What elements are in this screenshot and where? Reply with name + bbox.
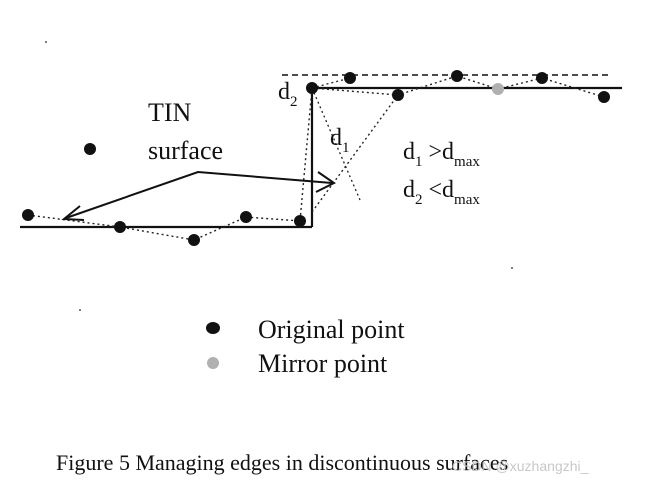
d1-main: d [330,125,342,151]
original-point [84,143,96,155]
original-point [536,72,548,84]
watermark: CSDN @xuzhangzhi_ [452,458,589,474]
legend-original-label: Original point [258,315,405,344]
original-point [306,82,318,94]
mirror-point [492,83,504,95]
original-point [188,234,200,246]
original-point [451,70,463,82]
condition-d2: d2 <dmax [403,177,480,208]
legend-mirror-marker [207,357,219,369]
original-point [294,215,306,227]
cond1-op: >d [422,139,455,165]
cond1-sub: 1 [415,154,423,170]
cond1-max: max [454,154,480,170]
original-point [344,72,356,84]
cond2-op: <d [422,177,455,203]
speck [45,41,47,43]
cond2-max: max [454,192,480,208]
speck [511,267,513,269]
surface-label: surface [148,138,223,164]
legend-mirror-label: Mirror point [258,349,388,378]
tin-label: TIN [148,100,191,126]
tin-edge-d2-diag [311,87,361,201]
tin-edge-upper [311,75,605,98]
tin-edge-top [311,77,351,89]
speck [79,309,81,311]
cond2-d: d [403,177,415,203]
d2-label: d2 [278,79,298,110]
tin-arrowhead-left [61,205,85,221]
original-point [392,89,404,101]
original-point [114,221,126,233]
original-point [22,209,34,221]
d2-main: d [278,79,290,105]
cond2-sub: 2 [415,192,423,208]
surface-text: surface [148,136,224,165]
tin-arrow-shape [65,170,333,219]
d2-sub: 2 [290,94,298,110]
original-point [598,91,610,103]
condition-d1: d1 >dmax [403,139,480,170]
figure-caption: Figure 5 Managing edges in discontinuous… [56,450,509,475]
tin-edge-lower [27,87,313,241]
tin-text: TIN [148,98,192,127]
tin-arrowhead-right [315,171,336,193]
legend-original-marker [206,322,220,334]
original-point [240,211,252,223]
d1-sub: 1 [342,140,350,156]
tin-edge-slope [311,94,399,213]
cond1-d: d [403,139,415,165]
d1-label: d1 [330,125,350,156]
